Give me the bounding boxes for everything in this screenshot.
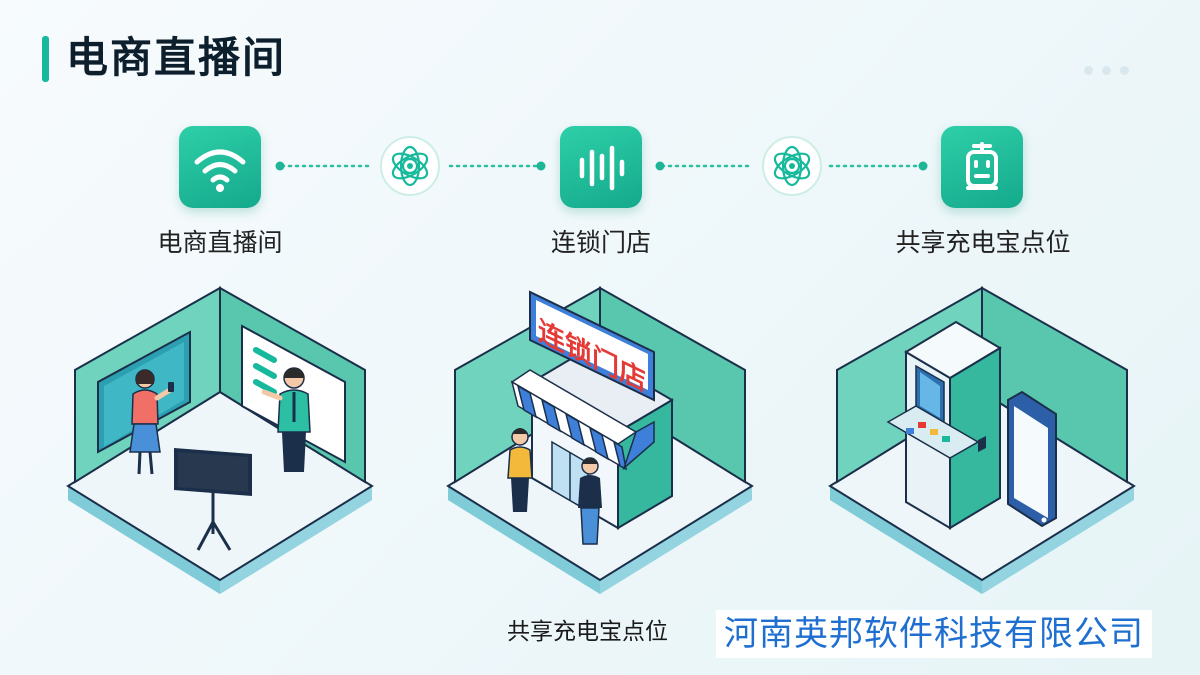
flow-connectors: [275, 136, 928, 196]
customer-man: [578, 457, 602, 545]
tripod-monitor: [174, 448, 252, 551]
step-label-chain-store: 连锁门店: [550, 228, 651, 257]
bottom-caption: 共享充电宝点位: [507, 619, 668, 645]
robot-icon: [966, 142, 998, 190]
power-bank-scene: [828, 286, 1136, 594]
charging-kiosk: [886, 320, 1002, 530]
step-tile-power-bank: [941, 126, 1023, 208]
live-room-scene: [66, 286, 374, 594]
step-tile-live-room: [179, 126, 261, 208]
store-awning: [510, 369, 655, 471]
step-tile-chain-store: [560, 126, 642, 208]
company-name: 河南英邦软件科技有限公司: [716, 610, 1152, 658]
chain-store-scene: [446, 286, 754, 594]
step-label-live-room: 电商直播间: [157, 228, 283, 257]
wifi-icon: [194, 149, 246, 192]
page-title: 电商直播间: [66, 33, 287, 82]
presenter-man: [261, 367, 311, 472]
presenter-woman: [129, 369, 174, 475]
customer-woman: [507, 428, 533, 512]
smartphone: [1007, 390, 1057, 528]
gear-icon: [762, 136, 822, 196]
connector-end-dots: [275, 161, 928, 171]
decorative-dots: [1084, 60, 1154, 75]
audio-wave-icon: [579, 145, 625, 191]
gear-icon: [380, 136, 440, 196]
step-label-power-bank: 共享充电宝点位: [895, 228, 1071, 257]
title-accent-bar: [42, 36, 49, 82]
